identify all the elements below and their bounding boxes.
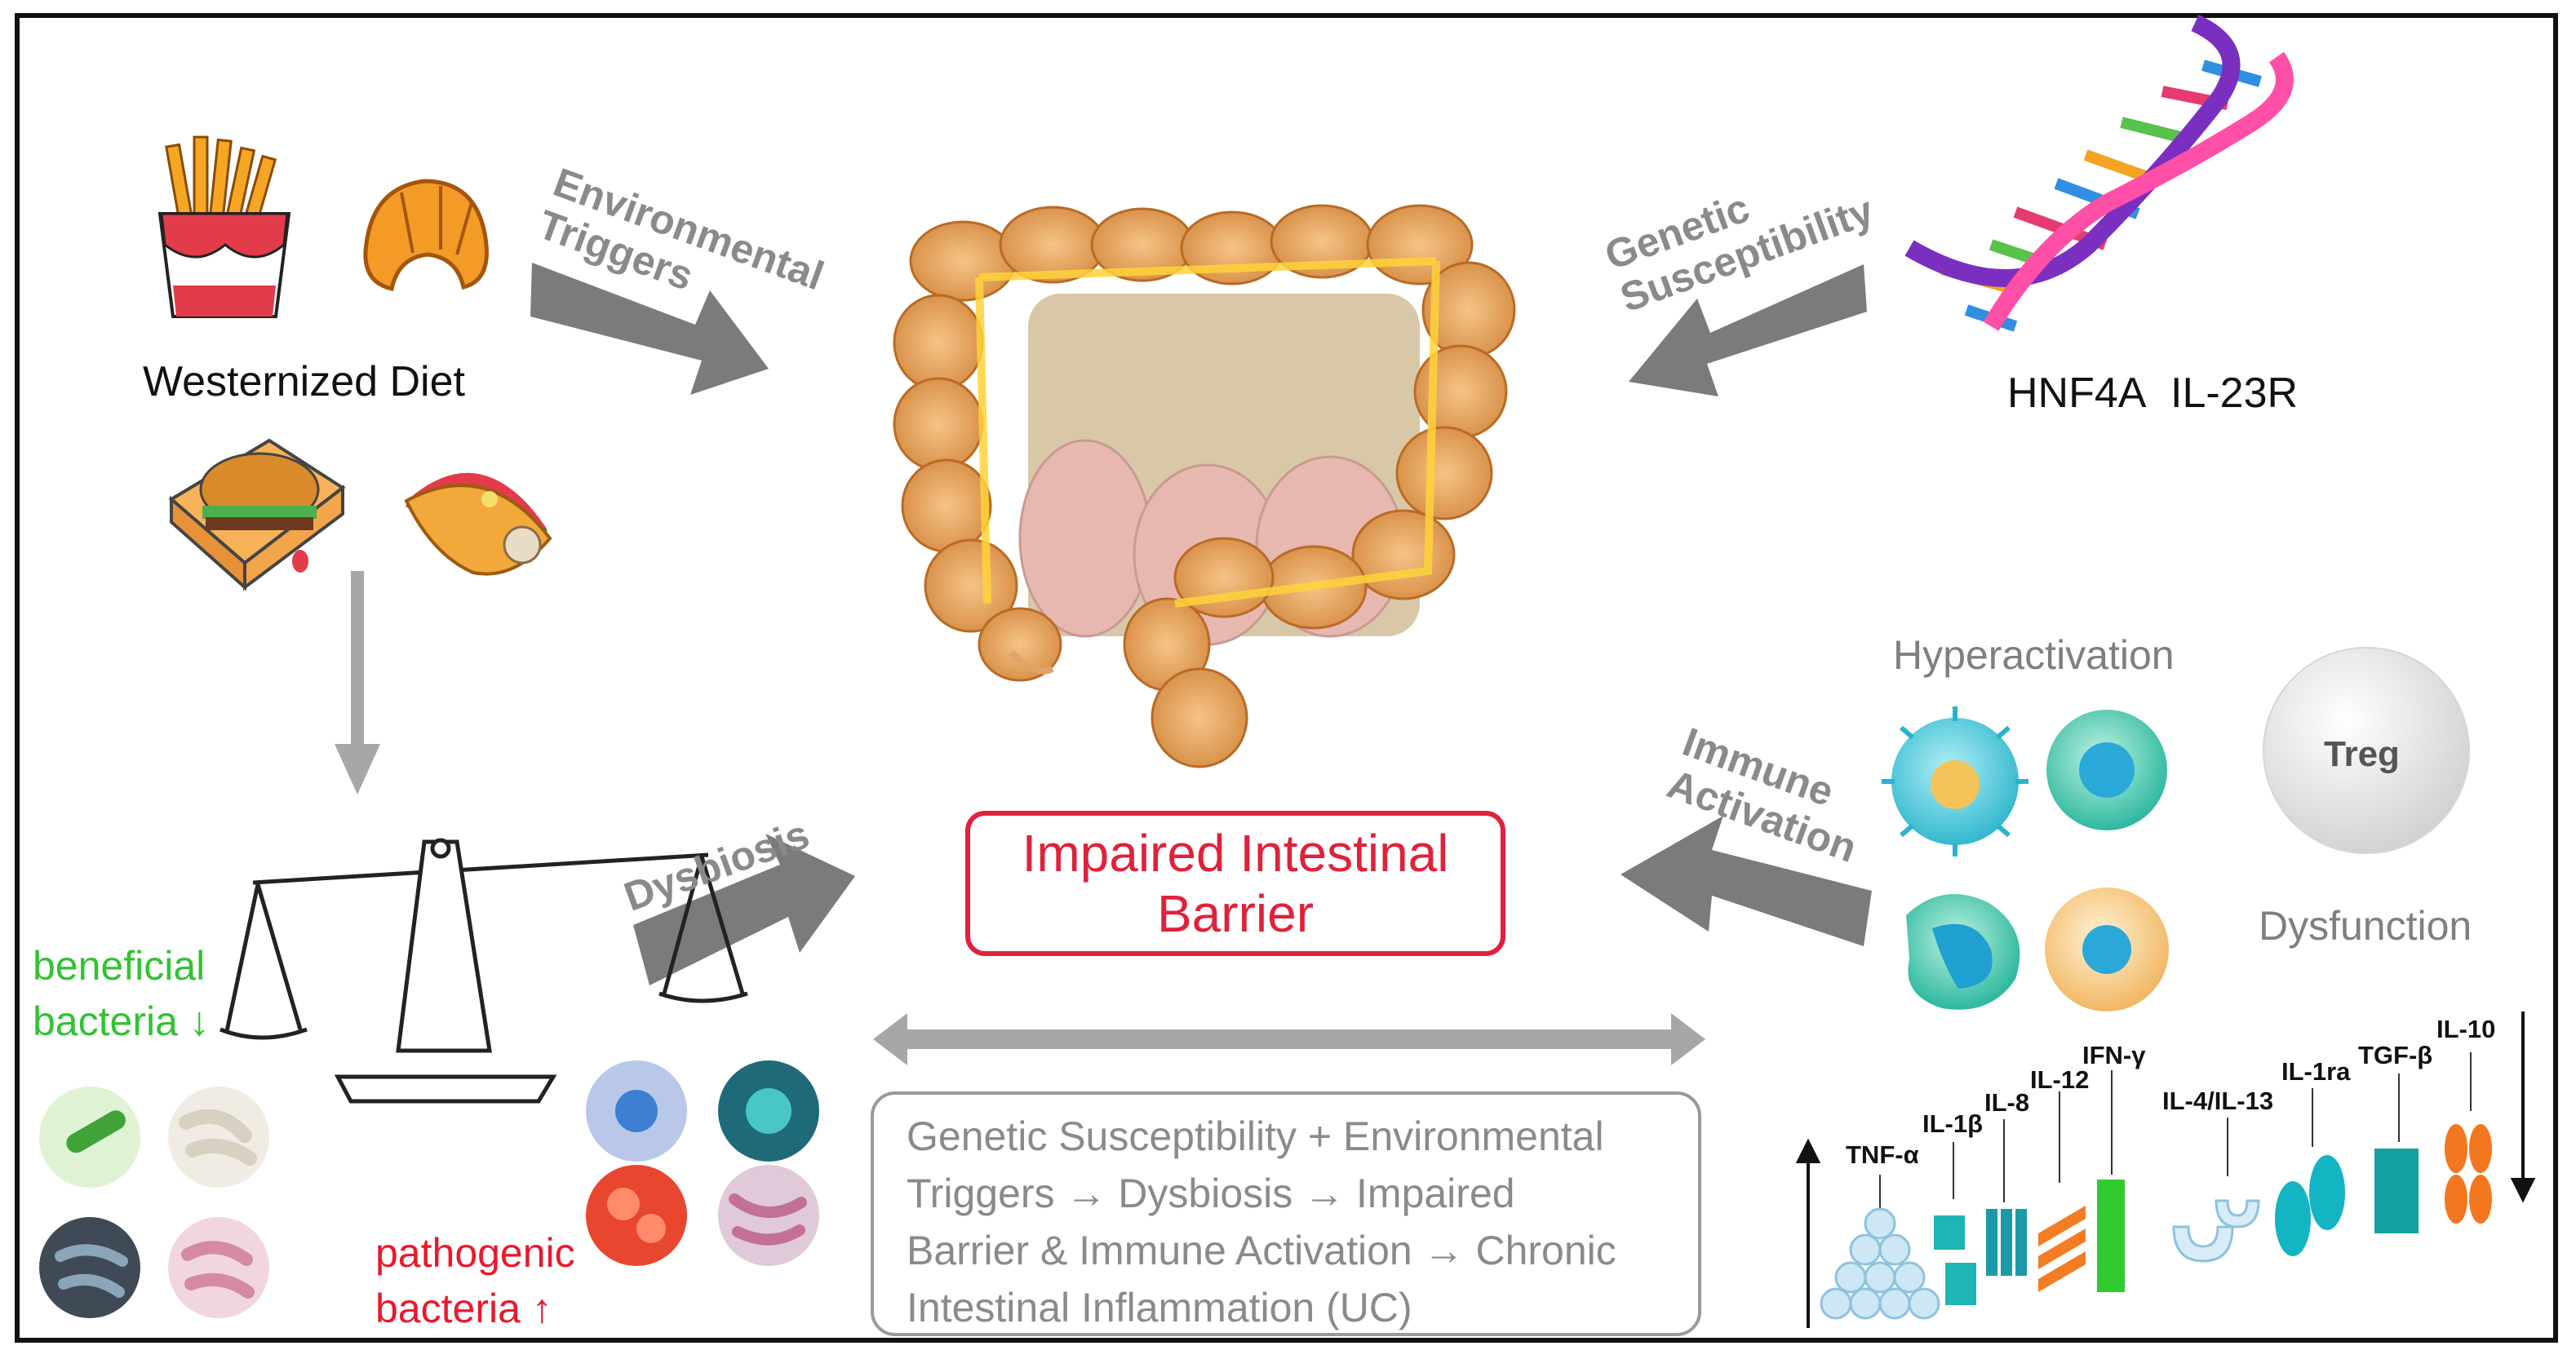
pathogenic-bacteria-icon	[586, 1060, 687, 1162]
il-10-marker	[2445, 1124, 2492, 1224]
pathogenic-bacteria-icon	[718, 1060, 819, 1162]
immune-cell-icon	[2046, 710, 2167, 830]
cytokine-trend-arrows	[1795, 1012, 2536, 1328]
dysfunction-label: Dysfunction	[2259, 903, 2472, 949]
beneficial-bacteria-icon	[39, 1217, 140, 1318]
cytokine-label: IL-4/IL-13	[2162, 1087, 2274, 1115]
cytokine-label: IL-10	[2436, 1015, 2496, 1043]
cytokine-label: IL-1ra	[2281, 1057, 2351, 1086]
balance-scale-icon	[219, 838, 748, 1104]
gene-il23r-label: IL-23R	[2170, 370, 2299, 417]
taco-icon	[404, 472, 552, 576]
pathogenic-bacteria-label: pathogenic bacteria ↑	[375, 1230, 575, 1331]
beneficial-bacteria-icon	[168, 1217, 269, 1318]
summary-line: Barrier & Immune Activation → Chronic	[907, 1228, 1616, 1273]
impaired-barrier-box: Impaired Intestinal Barrier	[965, 811, 1505, 956]
immune-cell-icon	[2045, 888, 2169, 1012]
tnf-alpha-marker	[1820, 1207, 1940, 1320]
immune-arrow	[1621, 816, 1872, 946]
immune-cell-icon	[1906, 894, 2020, 1010]
fries-icon	[157, 135, 291, 318]
beneficial-bacteria-label: beneficial bacteria ↓	[33, 943, 210, 1044]
immune-cell-icon	[1882, 706, 2028, 857]
il-12-marker	[2038, 1206, 2086, 1292]
pathogenic-bacteria-icon	[718, 1165, 819, 1266]
treg-label: Treg	[2324, 734, 2400, 774]
il-1beta-marker	[1934, 1215, 1976, 1305]
dna-icon	[1904, 14, 2294, 332]
genetic-arrow	[1629, 264, 1867, 396]
il-1ra-marker	[2275, 1155, 2345, 1256]
hyperactivation-label: Hyperactivation	[1893, 632, 2175, 678]
impaired-barrier-title: Impaired Intestinal Barrier	[1022, 823, 1449, 943]
summary-box: Genetic Susceptibility + Environmental T…	[871, 1091, 1701, 1336]
diet-to-scale-arrow	[335, 571, 380, 795]
summary-line: Genetic Susceptibility + Environmental	[907, 1113, 1604, 1159]
treg-cell-icon	[2263, 647, 2470, 854]
tgf-beta-marker	[2374, 1149, 2419, 1233]
dysbiosis-arrow	[633, 834, 855, 985]
cytokine-label: IL-1β	[1922, 1109, 1984, 1138]
ifn-gamma-marker	[2097, 1180, 2125, 1292]
westernized-diet-label: Westernized Diet	[143, 358, 465, 405]
bidirectional-arrow	[873, 1013, 1705, 1065]
il-4-il-13-marker	[2172, 1199, 2260, 1263]
cytokine-label: IFN-γ	[2082, 1041, 2146, 1069]
gene-hnf4a-label: HNF4A	[2007, 370, 2147, 417]
burger-icon	[168, 438, 346, 591]
summary-line: Intestinal Inflammation (UC)	[907, 1285, 1412, 1330]
beneficial-bacteria-icon	[168, 1087, 269, 1188]
environmental-arrow	[530, 263, 769, 395]
cytokine-pointer-lines	[1879, 1052, 2472, 1211]
cytokine-label: TNF-α	[1846, 1140, 1919, 1169]
il-8-marker	[1986, 1209, 2027, 1276]
summary-line: Triggers → Dysbiosis → Impaired	[907, 1171, 1515, 1216]
beneficial-bacteria-icon	[39, 1087, 140, 1188]
cytokine-label: TGF-β	[2358, 1041, 2433, 1069]
cytokine-label: IL-8	[1984, 1088, 2030, 1117]
pathogenic-bacteria-icon	[586, 1165, 687, 1266]
cytokine-label: IL-12	[2030, 1065, 2090, 1094]
colon-illustration	[893, 204, 1516, 768]
croissant-icon	[363, 179, 489, 292]
